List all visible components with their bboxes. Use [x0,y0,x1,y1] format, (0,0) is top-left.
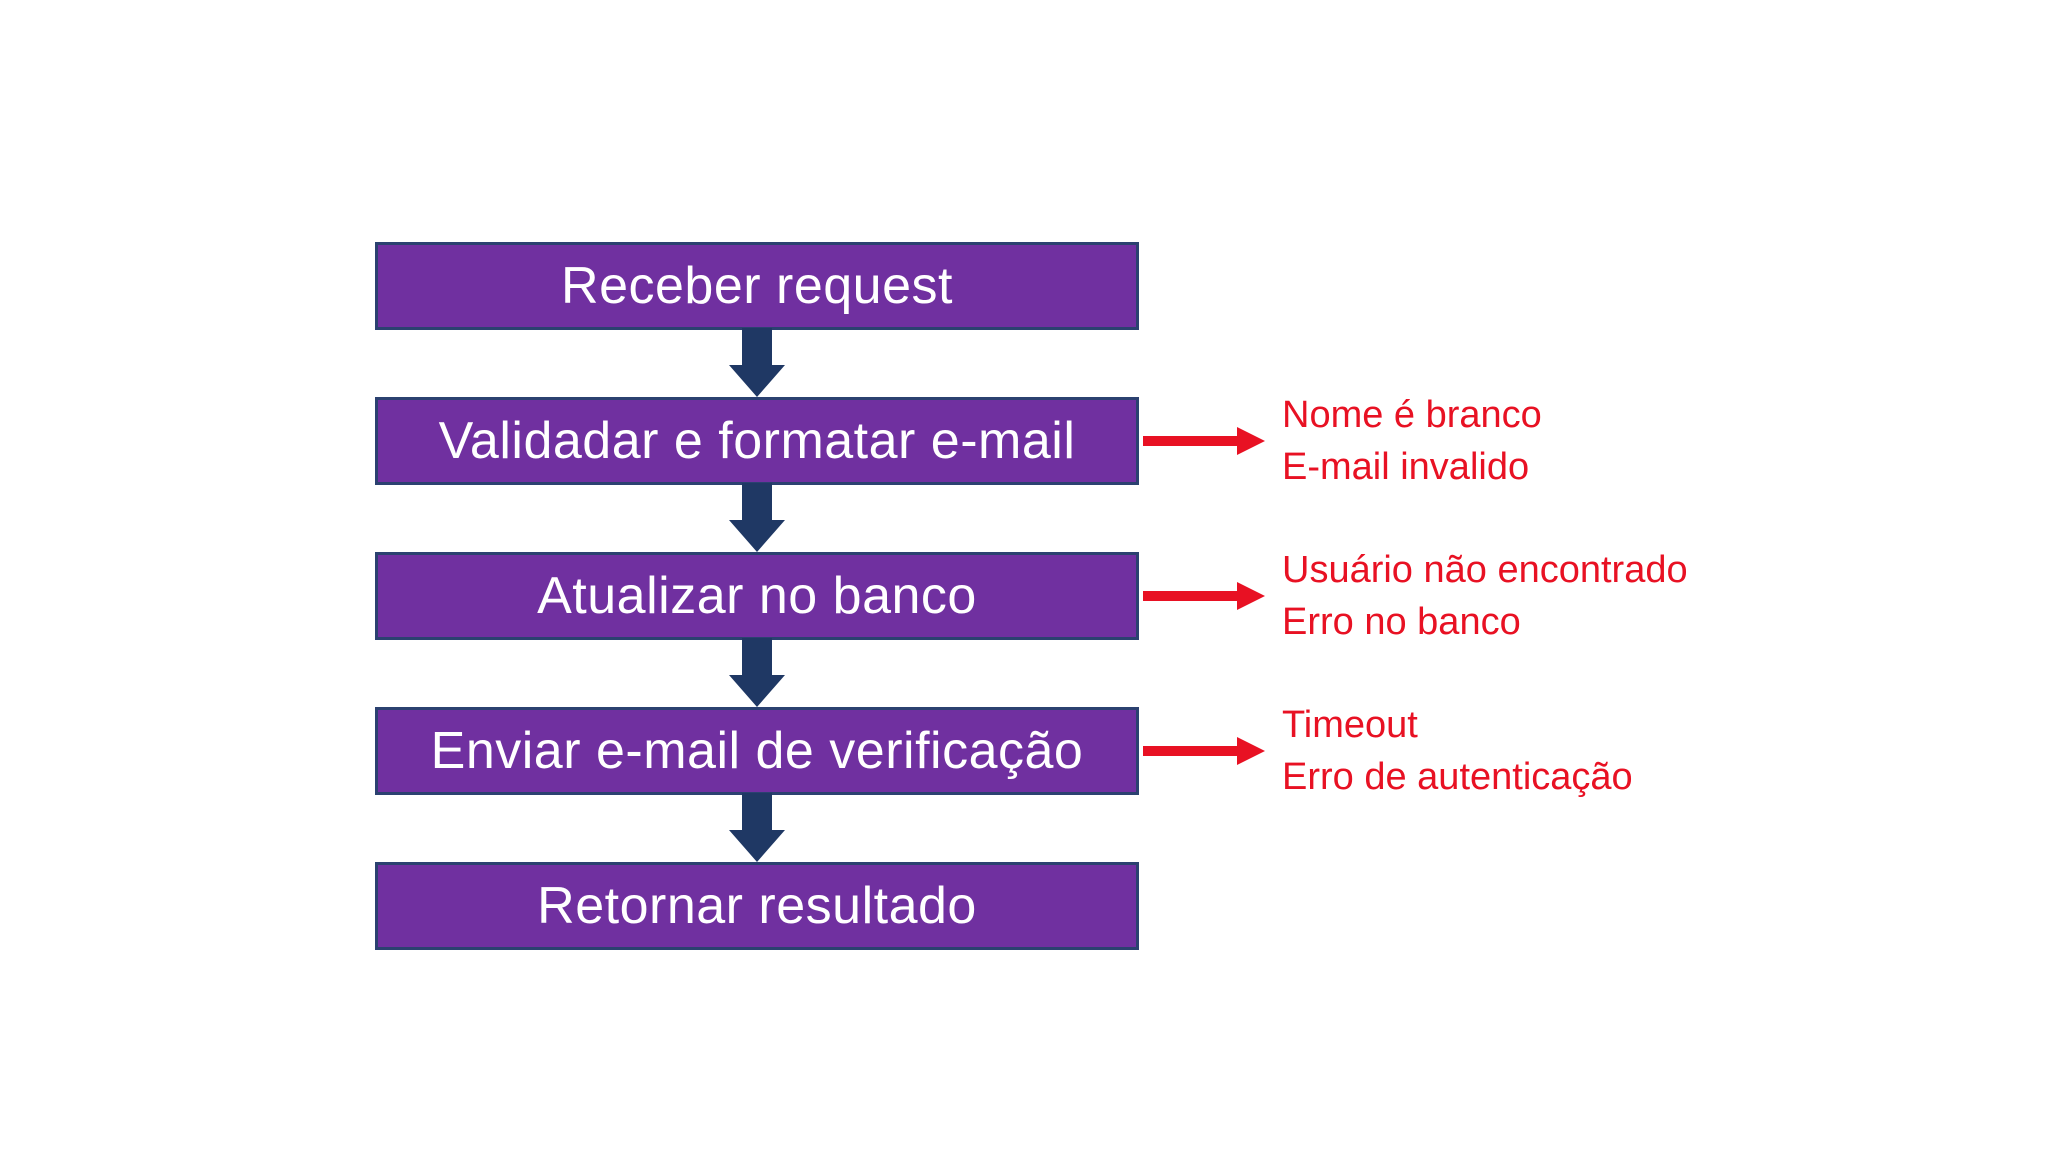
error-arrow-head [1237,582,1265,610]
down-arrow-head [729,365,785,397]
flow-step-label: Receber request [561,257,953,315]
down-arrow-head [729,830,785,862]
error-branch-validacao: Nome é branco E-mail invalido [1143,384,1923,498]
flow-step-validar-formatar-email: Validadar e formatar e-mail [375,397,1139,485]
error-arrow-icon [1143,384,1265,498]
error-arrow-head [1237,427,1265,455]
error-line: Timeout [1282,704,1418,746]
down-arrow-shaft [742,328,772,367]
error-arrow-shaft [1143,591,1239,601]
down-arrow-shaft [742,638,772,677]
flow-connector-down-arrow-icon [727,793,787,862]
flow-step-label: Atualizar no banco [537,567,977,625]
error-arrow-shaft [1143,436,1239,446]
down-arrow-shaft [742,483,772,522]
error-branch-banco: Usuário não encontrado Erro no banco [1143,539,1923,653]
flow-connector-down-arrow-icon [727,483,787,552]
error-arrow-icon [1143,694,1265,808]
flow-connector-down-arrow-icon [727,638,787,707]
flow-connector-down-arrow-icon [727,328,787,397]
flow-step-enviar-email-verificacao: Enviar e-mail de verificação [375,707,1139,795]
error-branch-envio-email: Timeout Erro de autenticação [1143,694,1923,808]
flow-step-retornar-resultado: Retornar resultado [375,862,1139,950]
flow-step-label: Retornar resultado [537,877,977,935]
flow-step-label: Enviar e-mail de verificação [430,722,1084,780]
down-arrow-head [729,520,785,552]
flow-step-label: Validadar e formatar e-mail [438,412,1076,470]
error-arrow-head [1237,737,1265,765]
error-line: Erro no banco [1282,601,1521,643]
flow-step-receber-request: Receber request [375,242,1139,330]
error-arrow-shaft [1143,746,1239,756]
error-labels: Timeout Erro de autenticação [1282,699,1633,803]
error-line: E-mail invalido [1282,446,1530,488]
error-labels: Usuário não encontrado Erro no banco [1282,544,1688,648]
down-arrow-head [729,675,785,707]
down-arrow-shaft [742,793,772,832]
error-labels: Nome é branco E-mail invalido [1282,389,1542,493]
flow-step-atualizar-no-banco: Atualizar no banco [375,552,1139,640]
error-arrow-icon [1143,539,1265,653]
error-line: Usuário não encontrado [1282,549,1688,591]
error-line: Nome é branco [1282,394,1542,436]
error-line: Erro de autenticação [1282,756,1633,798]
